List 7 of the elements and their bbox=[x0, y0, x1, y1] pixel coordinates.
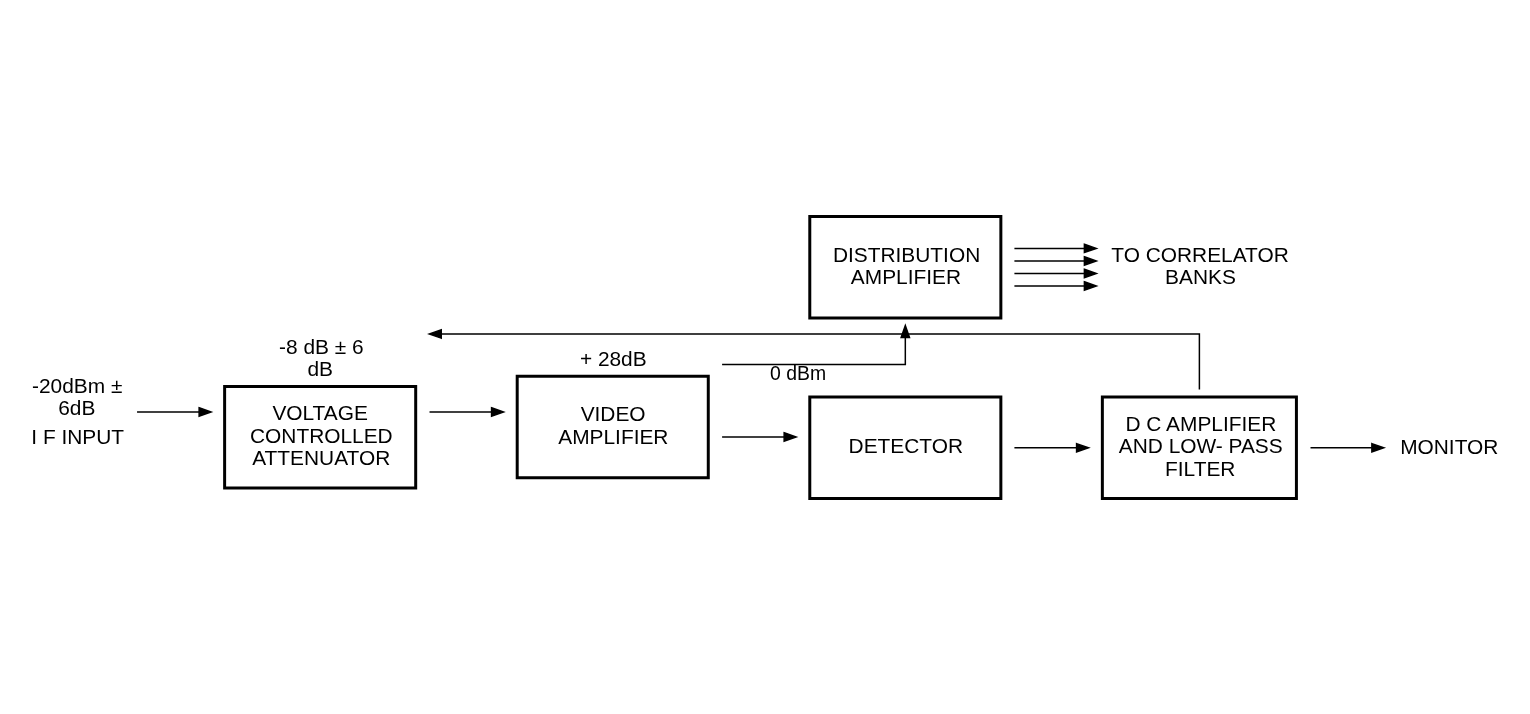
node-text: MONITOR bbox=[1400, 434, 1499, 458]
node-text: I F INPUT bbox=[31, 424, 125, 448]
edge-label: 0 dBm bbox=[770, 361, 827, 384]
node-label: -8 dB ± 6 dB bbox=[279, 334, 364, 380]
node-label: + 28dB bbox=[579, 346, 647, 370]
node-label: -20dBm ± 6dB bbox=[32, 373, 123, 419]
node-text: TO CORRELATOR BANKS bbox=[1111, 242, 1289, 288]
